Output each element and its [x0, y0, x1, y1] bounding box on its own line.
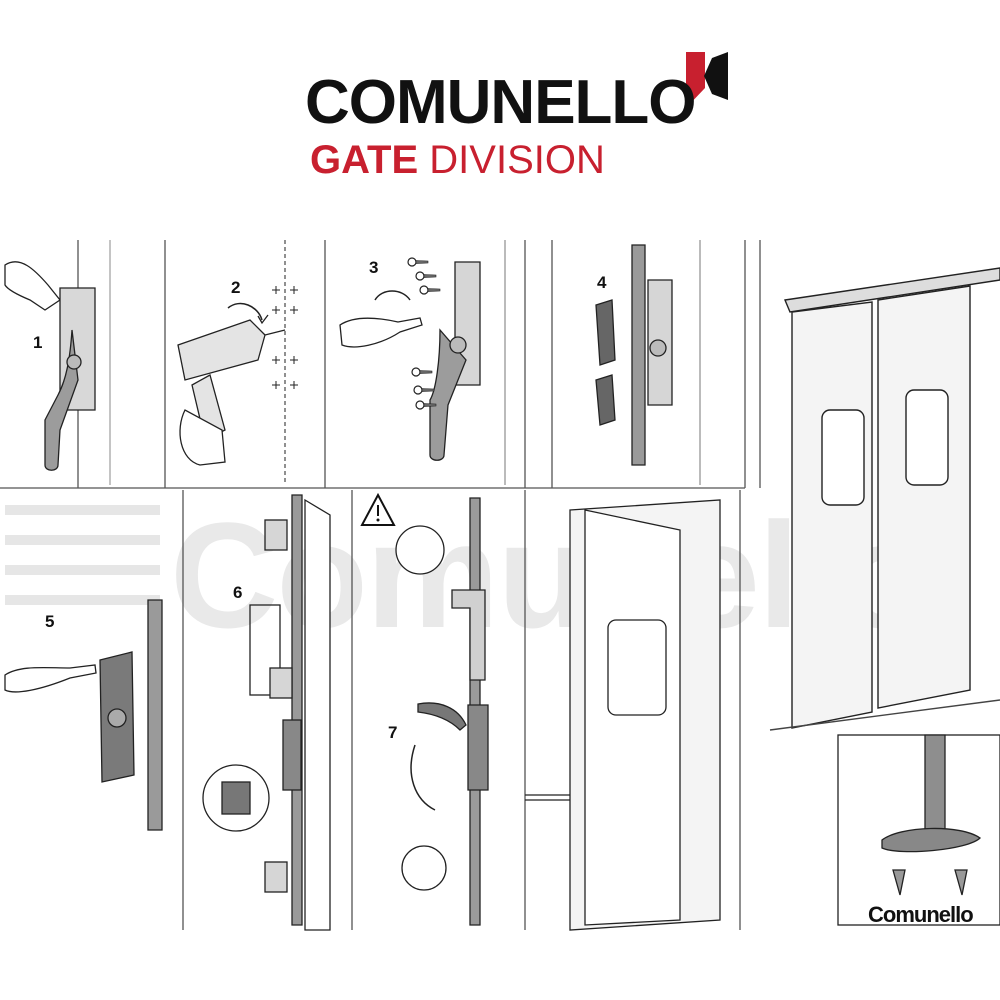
- double-door-icon: [769, 267, 1000, 731]
- brand-division-rest: DIVISION: [418, 138, 605, 182]
- floor-stop-icon: [837, 734, 1000, 926]
- warning-triangle-icon: [360, 492, 396, 526]
- brand-division-bold: GATE: [310, 138, 419, 182]
- panel-4-clamps: [595, 240, 701, 485]
- panel-8-single-door: [525, 499, 721, 931]
- step-5-label: 5: [45, 612, 55, 631]
- rotate-arrow-icon: [374, 290, 411, 301]
- panel-3-screwing: [339, 240, 506, 485]
- drill-icon: [177, 240, 286, 485]
- panel-1-handle-bracket: [4, 240, 111, 485]
- panel-7-handle: [395, 497, 489, 926]
- brand-division: GATE DIVISION: [310, 140, 605, 180]
- brand-name: COMUNELLO: [305, 68, 697, 137]
- panel-5-cover: [4, 599, 163, 831]
- panel-dividers: [0, 240, 761, 930]
- step-7-label: 7: [388, 723, 398, 742]
- step-3-label: 3: [369, 258, 379, 277]
- step-2-label: 2: [231, 278, 241, 297]
- brand-small-logo: Comunello: [868, 902, 974, 927]
- step-4-label: 4: [597, 273, 607, 292]
- watermark-lines: [5, 505, 160, 605]
- logo-mark-icon: [686, 52, 728, 108]
- step-1-label: 1: [33, 333, 43, 352]
- step-6-label: 6: [233, 583, 243, 602]
- panel-6-keepers: [202, 494, 331, 931]
- drill-marks: [272, 286, 298, 389]
